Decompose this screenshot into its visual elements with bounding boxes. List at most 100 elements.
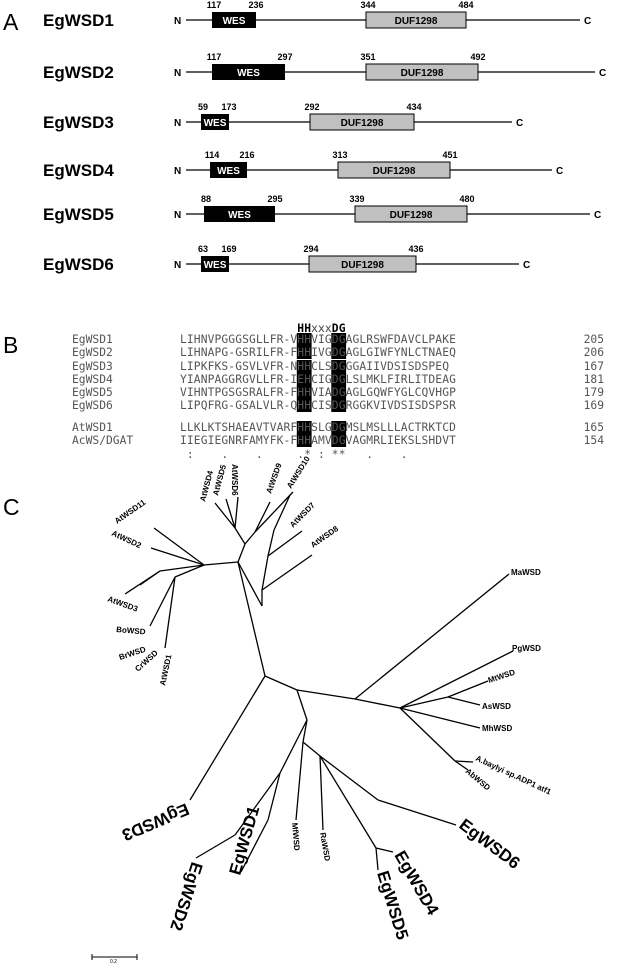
residue: D [332, 346, 339, 359]
residue: G [353, 386, 360, 399]
residue: R [235, 434, 242, 447]
residue: G [249, 333, 256, 346]
residue: V [263, 360, 270, 373]
conserved-residue-highlight [296, 333, 312, 346]
residue: D [415, 360, 422, 373]
residue: I [318, 333, 325, 346]
residue: C [311, 373, 318, 386]
residue: L [359, 373, 366, 386]
domain-position-label: 480 [459, 194, 474, 204]
domain-position-label: 492 [470, 52, 485, 62]
residue: H [304, 346, 311, 359]
conserved-residue-highlight [296, 434, 312, 447]
residue: P [194, 399, 201, 412]
residue: I [373, 360, 380, 373]
wes-domain-label: WES [228, 210, 251, 221]
taxon-label: AtWSD1 [158, 653, 173, 686]
residue: F [387, 333, 394, 346]
residue: P [215, 346, 222, 359]
alignment-seq-name: EgWSD4 [72, 373, 113, 386]
taxon-label: AsWSD [482, 702, 511, 711]
residue: F [290, 434, 297, 447]
taxon-label: AtWSD3 [106, 594, 139, 613]
wes-domain-box [212, 12, 256, 28]
residue: D [394, 399, 401, 412]
residue: L [270, 399, 277, 412]
residue: G [235, 399, 242, 412]
residue: V [256, 421, 263, 434]
domain-position-label: 436 [408, 244, 423, 254]
residue: V [387, 399, 394, 412]
residue: R [235, 373, 242, 386]
taxon-label: AbWSD [464, 767, 492, 793]
alignment-seq-name: EgWSD1 [72, 333, 113, 346]
residue: G [339, 333, 346, 346]
conservation-symbol: . [256, 448, 263, 461]
residue: H [304, 360, 311, 373]
residue: H [297, 360, 304, 373]
residue: L [180, 333, 187, 346]
residue: R [422, 421, 429, 434]
residue: A [353, 434, 360, 447]
residue: G [235, 346, 242, 359]
residue: A [215, 373, 222, 386]
residue: H [194, 333, 201, 346]
residue: D [332, 399, 339, 412]
residue: S [428, 399, 435, 412]
residue: A [346, 386, 353, 399]
residue: - [284, 399, 291, 412]
residue: H [297, 434, 304, 447]
residue: G [359, 434, 366, 447]
alignment-seq-name: AcWS/DGAT [72, 434, 133, 447]
conservation-symbol: * [339, 448, 346, 461]
domain-position-label: 313 [332, 150, 347, 160]
residue: I [187, 346, 194, 359]
n-terminus-label: N [174, 118, 181, 129]
residue: A [401, 333, 408, 346]
residue: G [339, 421, 346, 434]
alignment-seq-name: EgWSD3 [72, 360, 113, 373]
residue: - [284, 333, 291, 346]
residue: L [318, 421, 325, 434]
residue: A [235, 421, 242, 434]
residue: I [180, 434, 187, 447]
duf1298-domain-box [337, 161, 451, 179]
residue: G [201, 434, 208, 447]
residue: G [353, 333, 360, 346]
taxon-label: AtWSD11 [113, 498, 148, 526]
residue: E [394, 434, 401, 447]
residue: C [442, 421, 449, 434]
residue: H [435, 386, 442, 399]
residue: W [380, 346, 387, 359]
residue: R [277, 346, 284, 359]
residue: Q [442, 360, 449, 373]
residue: - [284, 346, 291, 359]
residue: F [387, 386, 394, 399]
residue: H [304, 373, 311, 386]
residue: P [435, 399, 442, 412]
residue: G [449, 373, 456, 386]
taxon-label: MhWSD [482, 724, 512, 733]
residue: S [401, 399, 408, 412]
residue: I [187, 386, 194, 399]
residue: I [387, 434, 394, 447]
protein-name: EgWSD4 [43, 161, 114, 180]
residue: I [187, 434, 194, 447]
taxon-label-egwsd6: EgWSD6 [456, 815, 524, 873]
domain-position-label: 484 [458, 0, 473, 10]
residue: L [359, 386, 366, 399]
residue: S [373, 333, 380, 346]
residue: P [428, 333, 435, 346]
residue: S [221, 421, 228, 434]
residue: G [325, 373, 332, 386]
residue: S [442, 399, 449, 412]
n-terminus-label: N [174, 210, 181, 221]
taxon-label: AtWSD5 [211, 463, 228, 496]
residue: G [221, 434, 228, 447]
panel-letter-a: A [3, 9, 19, 35]
residue: F [290, 386, 297, 399]
